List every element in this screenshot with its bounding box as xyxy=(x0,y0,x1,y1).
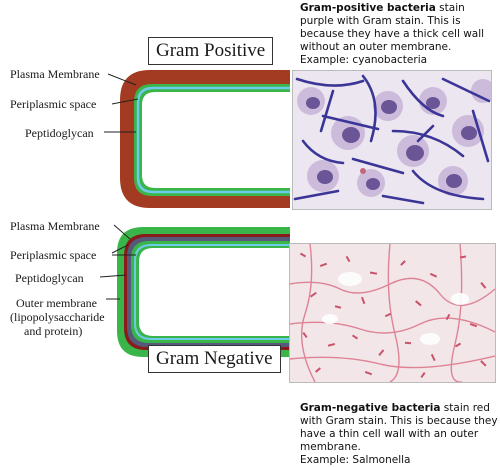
label-outer-membrane: Outer membrane xyxy=(16,296,97,310)
gram-positive-cell-diagram xyxy=(104,70,290,208)
cytoplasm-neg xyxy=(139,248,290,336)
gram-positive-micrograph xyxy=(292,70,492,210)
pointer-plasma-membrane xyxy=(107,73,137,86)
label-peptidoglycan-neg: Peptidoglycan xyxy=(15,271,84,285)
gram-negative-caption-example: Example: Salmonella xyxy=(300,454,411,466)
gram-negative-caption-bold: Gram-negative bacteria xyxy=(300,402,441,414)
pointer-periplasmic-neg-a xyxy=(111,244,129,254)
gram-positive-caption-text: stain purple with Gram stain. This is be… xyxy=(300,2,485,53)
label-peptidoglycan-pos: Peptidoglycan xyxy=(25,126,94,140)
label-lipopolysaccharide: (lipopolysaccharide xyxy=(10,310,105,324)
label-periplasmic-space-pos: Periplasmic space xyxy=(10,97,97,111)
gram-negative-caption: Gram-negative bacteria stain red with Gr… xyxy=(300,402,498,467)
cytoplasm xyxy=(142,92,290,188)
gram-positive-title: Gram Positive xyxy=(148,37,274,65)
pointer-peptidoglycan-neg xyxy=(99,274,127,278)
label-plasma-membrane-neg: Plasma Membrane xyxy=(10,219,100,233)
label-periplasmic-space-neg: Periplasmic space xyxy=(10,248,97,262)
periplasmic-space-line xyxy=(136,86,290,194)
label-plasma-membrane-pos: Plasma Membrane xyxy=(10,67,100,81)
gram-negative-caption-text: stain red with Gram stain. This is becau… xyxy=(300,402,498,453)
gram-negative-title: Gram Negative xyxy=(148,345,281,373)
periplasmic-line-neg xyxy=(134,244,290,340)
gram-positive-caption-bold: Gram-positive bacteria xyxy=(300,2,436,14)
pointer-periplasmic xyxy=(111,98,139,105)
gram-positive-caption: Gram-positive bacteria stain purple with… xyxy=(300,2,498,67)
pointer-plasma-membrane-neg xyxy=(113,224,131,240)
label-and-protein: and protein) xyxy=(24,324,83,338)
gram-positive-caption-example: Example: cyanobacteria xyxy=(300,54,428,66)
gram-negative-micrograph xyxy=(289,243,496,383)
gram-negative-cell-diagram xyxy=(99,224,290,357)
